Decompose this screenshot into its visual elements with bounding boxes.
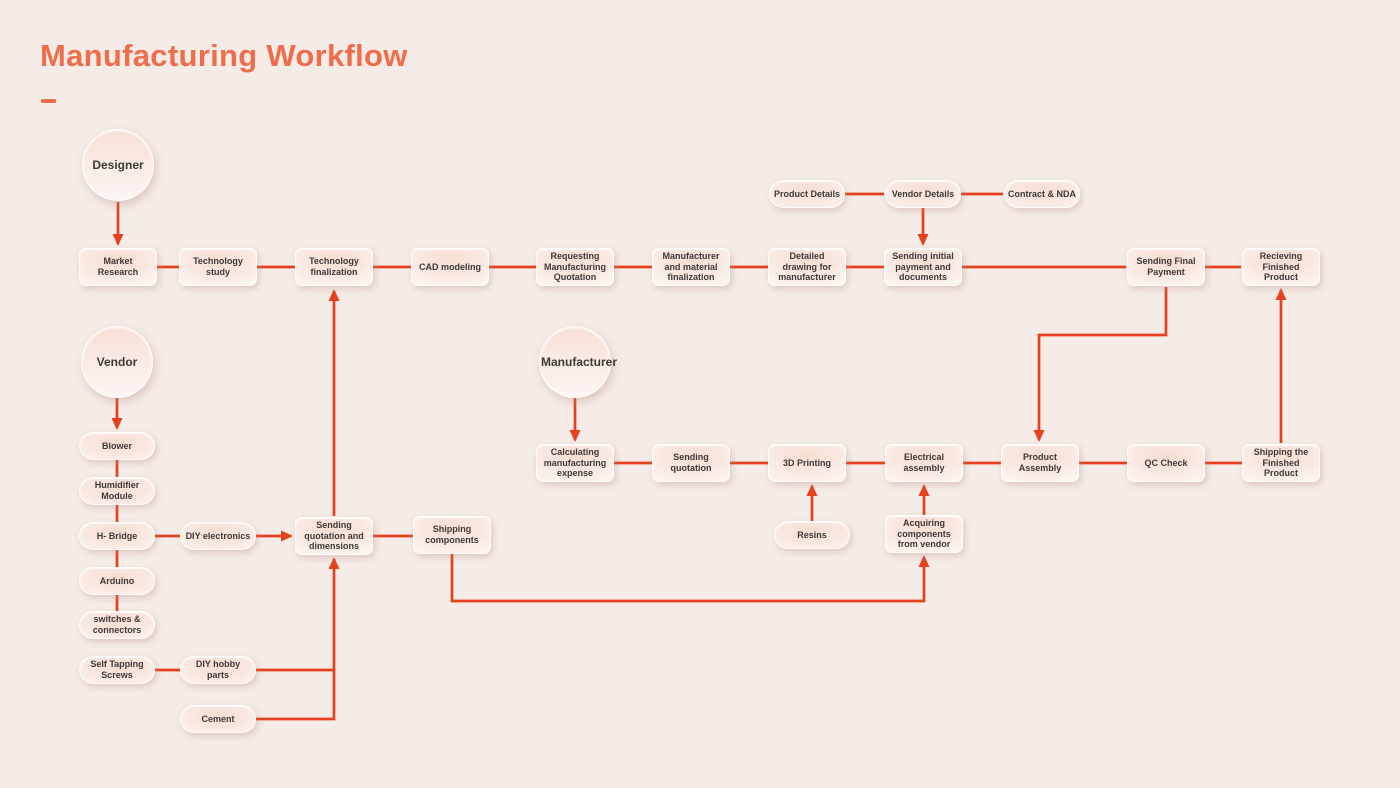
node-label: Sending initial payment and documents	[892, 250, 954, 283]
node-cement: Cement	[180, 705, 256, 733]
node-recieving-finished-product: Recieving Finished Product	[1242, 248, 1320, 286]
node-qc-check: QC Check	[1127, 444, 1205, 482]
node-label: Humidifier Module	[94, 480, 140, 501]
title-dash	[41, 99, 56, 103]
node-sending-final-payment: Sending Final Payment	[1127, 248, 1205, 286]
node-humidifier-module: Humidifier Module	[79, 477, 155, 505]
node-printing-3d: 3D Printing	[768, 444, 846, 482]
node-switches-connectors: switches & connectors	[79, 611, 155, 639]
node-requesting-manufacturing-quotation: Requesting Manufacturing Quotation	[536, 248, 614, 286]
node-label: Recieving Finished Product	[1259, 250, 1303, 283]
node-diy-electronics: DIY electronics	[180, 522, 256, 550]
node-label: Self Tapping Screws	[90, 659, 144, 680]
edge-shipping-components-to-acquiring-components	[450, 554, 930, 603]
node-shipping-components: Shipping components	[413, 516, 491, 554]
node-label: DIY hobby parts	[195, 659, 241, 680]
node-label: Designer	[92, 158, 144, 172]
node-label: DIY electronics	[185, 530, 251, 541]
node-market-research: Market Research	[79, 248, 157, 286]
node-label: Acquiring components from vendor	[897, 517, 951, 550]
node-technology-study: Technology study	[179, 248, 257, 286]
node-label: Product Assembly	[1018, 452, 1062, 473]
node-label: H- Bridge	[96, 530, 138, 541]
node-sending-initial-payment-and-documents: Sending initial payment and documents	[884, 248, 962, 286]
node-self-tapping-screws: Self Tapping Screws	[79, 656, 155, 684]
node-label: Shipping components	[425, 524, 479, 545]
node-label: Sending Final Payment	[1136, 256, 1196, 277]
node-product-details: Product Details	[769, 180, 845, 208]
node-label: Sending quotation and dimensions	[304, 519, 364, 552]
node-arduino: Arduino	[79, 567, 155, 595]
node-label: Market Research	[97, 256, 139, 277]
node-product-assembly: Product Assembly	[1001, 444, 1079, 482]
node-h-bridge: H- Bridge	[79, 522, 155, 550]
node-acquiring-components-from-vendor: Acquiring components from vendor	[885, 515, 963, 553]
node-calculating-manufacturing-expense: Calculating manufacturing expense	[536, 444, 614, 482]
node-sending-quotation-and-dimensions: Sending quotation and dimensions	[295, 517, 373, 555]
edge-cement-to-sending-quotation-dimensions	[256, 557, 340, 721]
node-label: 3D Printing	[782, 457, 831, 468]
node-technology-finalization: Technology finalization	[295, 248, 373, 286]
node-label: Product Details	[773, 188, 840, 199]
node-diy-hobby-parts: DIY hobby parts	[180, 656, 256, 684]
node-label: CAD modeling	[419, 261, 481, 272]
edge-final-payment-to-product-assembly	[1033, 287, 1168, 442]
node-label: Resins	[797, 529, 827, 540]
node-designer: Designer	[82, 129, 154, 201]
node-label: Vendor Details	[891, 188, 955, 199]
node-resins: Resins	[774, 521, 850, 549]
node-label: Requesting Manufacturing Quotation	[544, 250, 606, 283]
node-label: Sending quotation	[670, 452, 712, 473]
node-label: Detailed drawing for manufacturer	[778, 250, 836, 283]
node-label: Vendor	[96, 355, 138, 369]
node-label: Shipping the Finished Product	[1253, 446, 1309, 479]
node-label: Electrical assembly	[903, 452, 945, 473]
node-cad-modeling: CAD modeling	[411, 248, 489, 286]
node-label: Technology finalization	[309, 256, 359, 277]
node-label: Blower	[101, 440, 132, 451]
page-title: Manufacturing Workflow	[40, 38, 408, 73]
node-electrical-assembly: Electrical assembly	[885, 444, 963, 482]
node-contract-nda: Contract & NDA	[1004, 180, 1080, 208]
node-label: Technology study	[193, 256, 243, 277]
node-sending-quotation: Sending quotation	[652, 444, 730, 482]
node-manufacturer: Manufacturer	[539, 326, 618, 398]
node-manufacturer-and-material-finalization: Manufacturer and material finalization	[652, 248, 730, 286]
node-label: Calculating manufacturing expense	[543, 446, 607, 479]
node-label: QC Check	[1144, 457, 1188, 468]
node-label: switches & connectors	[92, 614, 142, 635]
node-vendor: Vendor	[81, 326, 153, 398]
node-detailed-drawing-for-manufacturer: Detailed drawing for manufacturer	[768, 248, 846, 286]
node-label: Arduino	[99, 575, 135, 586]
node-label: Manufacturer	[541, 355, 618, 369]
node-blower: Blower	[79, 432, 155, 460]
node-label: Cement	[201, 713, 235, 724]
node-label: Contract & NDA	[1008, 188, 1077, 199]
node-label: Manufacturer and material finalization	[662, 250, 720, 283]
node-vendor-details: Vendor Details	[885, 180, 961, 208]
node-shipping-the-finished-product: Shipping the Finished Product	[1242, 444, 1320, 482]
